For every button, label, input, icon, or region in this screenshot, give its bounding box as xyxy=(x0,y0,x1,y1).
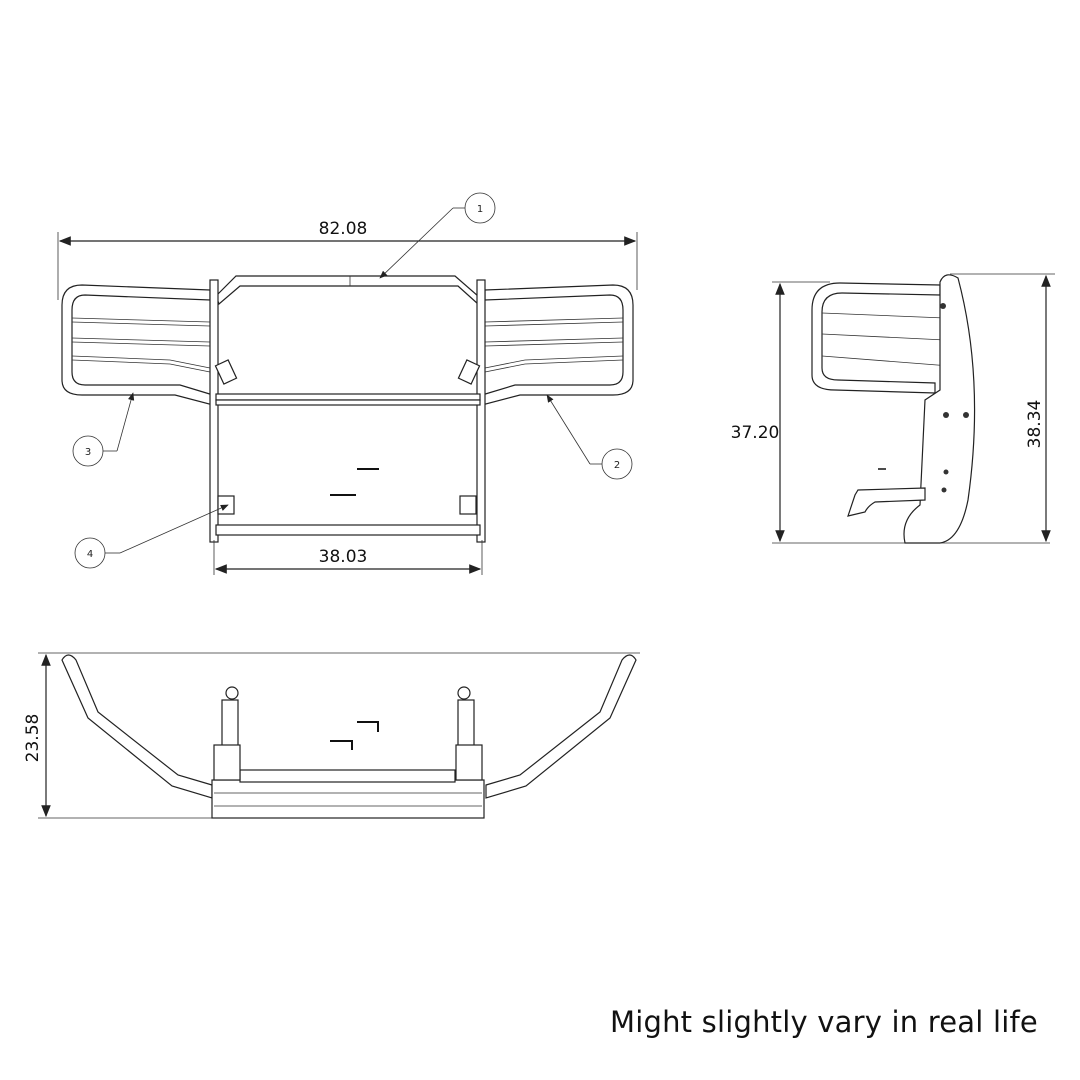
top-view: 23.58 xyxy=(23,652,640,819)
disclaimer-note: Might slightly vary in real life xyxy=(610,1005,1038,1039)
dimension-overall-width: 82.08 xyxy=(319,219,368,239)
side-view: 37.20 38.34 xyxy=(731,273,1055,544)
callout-4: 4 xyxy=(74,504,229,569)
callout-1: 1 xyxy=(379,192,496,279)
callout-3: 3 xyxy=(72,392,135,467)
svg-text:4: 4 xyxy=(87,549,93,560)
dimension-height-overall: 38.34 xyxy=(1025,400,1045,449)
front-view: 82.08 xyxy=(57,192,638,575)
dimension-height-front: 37.20 xyxy=(731,423,780,443)
dimension-depth: 23.58 xyxy=(23,714,43,763)
svg-text:2: 2 xyxy=(614,460,620,471)
callout-2: 2 xyxy=(546,394,633,480)
svg-text:3: 3 xyxy=(85,447,91,458)
dimension-inner-width: 38.03 xyxy=(319,547,368,567)
svg-text:1: 1 xyxy=(477,204,483,215)
